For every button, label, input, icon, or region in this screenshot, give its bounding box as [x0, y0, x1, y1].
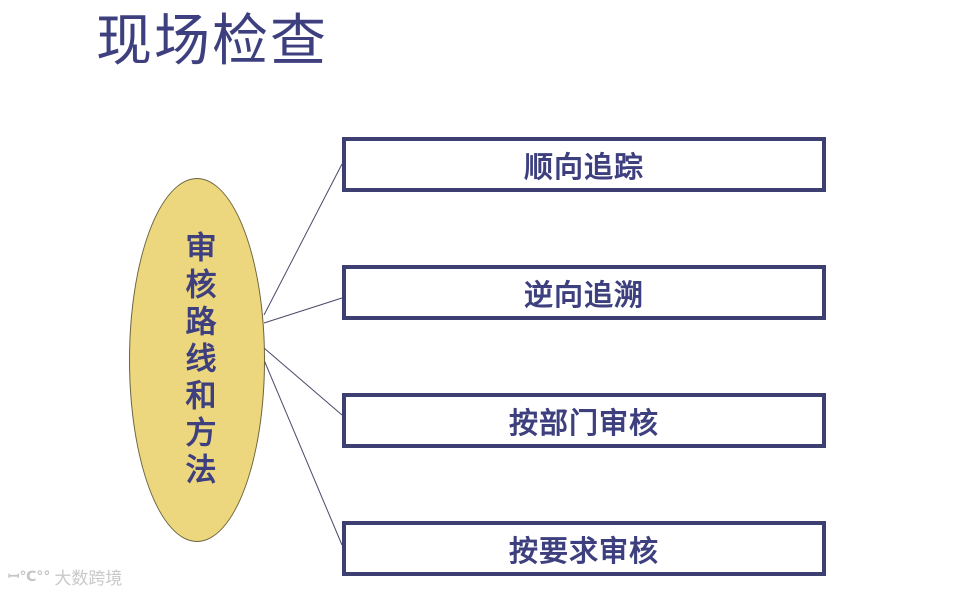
- watermark: ꟷ℃°° 大数跨境: [8, 564, 122, 589]
- watermark-text: 大数跨境: [54, 569, 123, 589]
- branch-box-1: 顺向追踪: [342, 137, 826, 192]
- watermark-logo-icon: ꟷ℃°°: [8, 569, 51, 585]
- branch-label-3: 按部门审核: [508, 405, 659, 440]
- connector-line-2: [263, 297, 343, 324]
- connector-line-4: [263, 359, 343, 546]
- branch-box-2: 逆向追溯: [342, 265, 826, 320]
- branch-box-4: 按要求审核: [342, 521, 826, 576]
- branch-label-1: 顺向追踪: [523, 149, 644, 184]
- branch-label-2: 逆向追溯: [523, 277, 644, 312]
- connector-line-3: [263, 347, 343, 416]
- center-node-ellipse: 审核路线和方法: [129, 178, 265, 542]
- center-node-label: 审核路线和方法: [179, 230, 216, 490]
- slide-title: 现场检查: [96, 9, 328, 74]
- branch-box-3: 按部门审核: [342, 393, 826, 448]
- connector-line-1: [263, 163, 343, 316]
- branch-label-4: 按要求审核: [508, 533, 659, 568]
